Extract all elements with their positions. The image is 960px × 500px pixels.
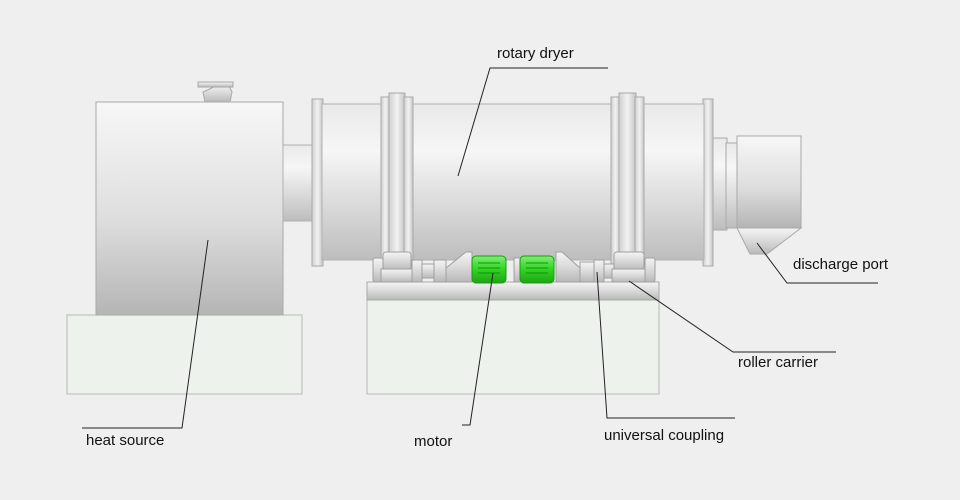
drum-inlet-flange [311,98,324,267]
leader-universal-coupling [596,271,735,419]
leader-heat-source [82,239,209,429]
label-discharge-port: discharge port [793,256,889,273]
label-universal-coupling: universal coupling [604,427,725,444]
heat-source-chimney [197,81,234,103]
connecting-pipe [282,144,317,222]
drive-base [366,298,660,395]
label-heat-source: heat source [86,432,165,449]
leader-lines [82,67,878,429]
heat-source-base [66,314,303,395]
base-frame [366,281,660,301]
label-rotary-dryer: rotary dryer [497,45,574,62]
motor-right [519,255,555,284]
rotary-drum [321,103,705,261]
leader-rotary-dryer [457,67,608,177]
label-motor: motor [414,433,453,450]
leader-roller-carrier [628,280,836,353]
leader-motor [462,272,494,426]
discharge-hood [712,135,803,255]
heat-source-box [95,101,284,316]
label-roller-carrier: roller carrier [738,354,819,371]
motor-left [471,255,507,284]
riding-ring-right [610,92,645,270]
riding-ring-left [380,92,414,270]
drive-train [372,251,656,283]
leader-discharge-port [756,242,878,284]
